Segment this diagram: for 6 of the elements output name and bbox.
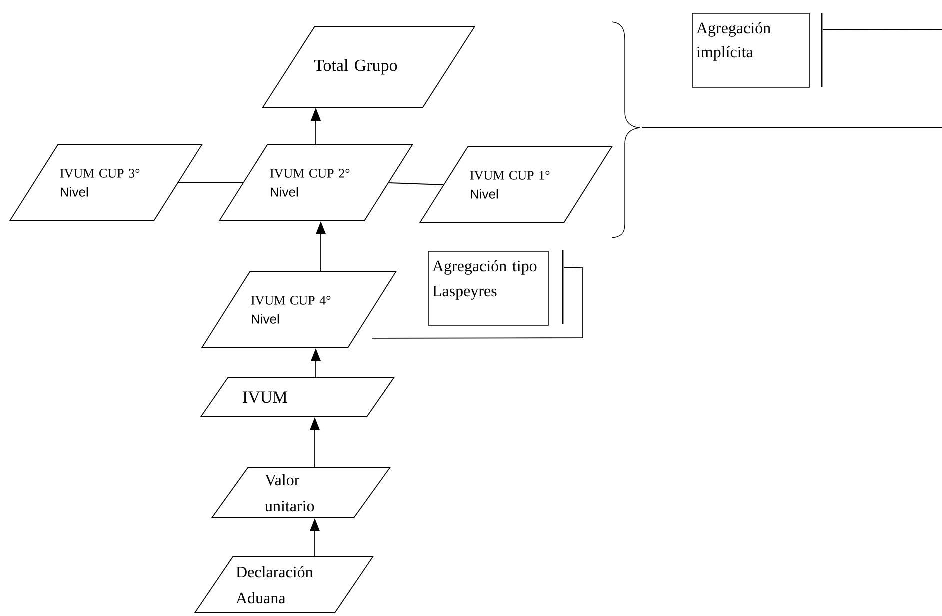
connector <box>388 182 444 186</box>
note-box: Agregación implícita <box>692 13 810 88</box>
connector <box>178 182 244 184</box>
connector <box>822 29 942 30</box>
connector <box>372 267 584 339</box>
note-box: Agregación tipo Laspeyres <box>428 251 549 326</box>
